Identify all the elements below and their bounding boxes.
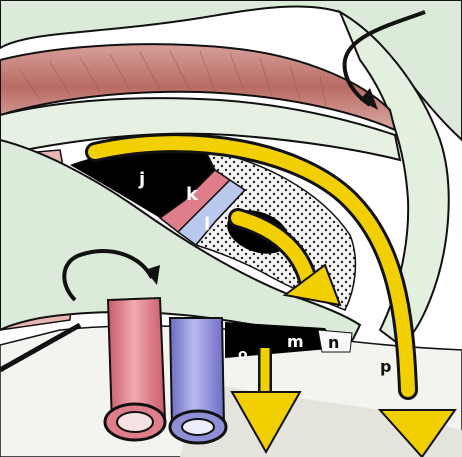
label-m: m bbox=[287, 332, 304, 351]
label-p: p bbox=[380, 357, 391, 376]
label-o: o bbox=[238, 347, 248, 363]
artery-lumen bbox=[117, 412, 153, 432]
label-j: j bbox=[138, 169, 145, 190]
label-l: l bbox=[204, 214, 210, 235]
label-k: k bbox=[186, 184, 199, 205]
vein-lumen bbox=[182, 419, 214, 435]
label-n: n bbox=[328, 333, 339, 352]
